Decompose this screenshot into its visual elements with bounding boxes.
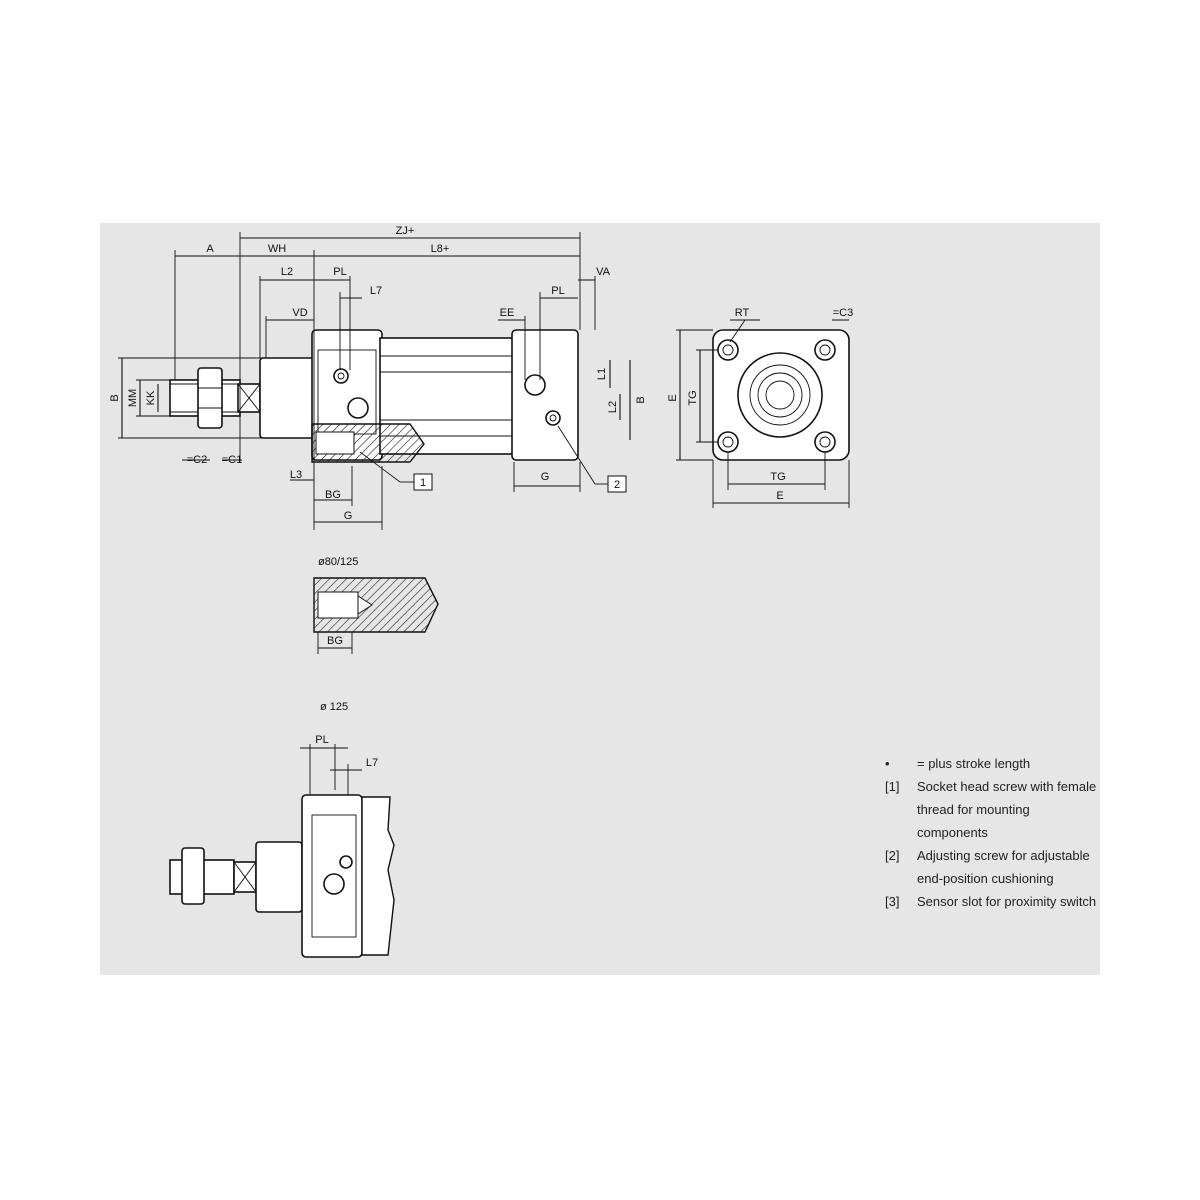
detail-rod-nut xyxy=(181,847,205,905)
cushioning-screw xyxy=(333,368,349,384)
tie-rod-nut-tl xyxy=(717,339,739,361)
tie-rod-nut-bl xyxy=(717,431,739,453)
dim-l2-vertical: L2 xyxy=(607,401,619,413)
dim-wh: WH xyxy=(268,243,286,255)
bearing-cap xyxy=(259,357,315,439)
dim-pl-rear: PL xyxy=(551,285,564,297)
legend-text: = plus stroke length xyxy=(917,756,1031,771)
legend-item: • = plus stroke length xyxy=(885,752,1100,775)
dim-tg-vertical: TG xyxy=(687,390,699,405)
dim-l8: L8+ xyxy=(431,243,450,255)
legend-text: Sensor slot for proximity switch xyxy=(917,894,1097,909)
callout-2: 2 xyxy=(614,479,620,491)
dim-l1: L1 xyxy=(596,368,608,380)
dim-mm: MM xyxy=(127,389,139,407)
legend-item: [1] Socket head screw with female thread… xyxy=(885,775,1100,844)
legend-key: [2] xyxy=(885,848,900,863)
dim-e-vertical: E xyxy=(667,394,679,401)
detail-dim-pl: PL xyxy=(315,734,328,746)
dim-a: A xyxy=(206,243,214,255)
dim-tg: TG xyxy=(770,471,785,483)
dim-ee: EE xyxy=(500,307,515,319)
side-view: ZJ+ L8+ A WH L2 PL L7 VD EE PL VA L3 BG … xyxy=(109,225,647,530)
adjusting-screw xyxy=(545,410,561,426)
dim-l3: L3 xyxy=(290,469,302,481)
dim-vd: VD xyxy=(292,307,307,319)
tie-rod-nut-tr xyxy=(814,339,836,361)
legend: • = plus stroke length [1] Socket head s… xyxy=(885,752,1100,913)
rear-end-cap xyxy=(511,329,579,461)
detail-dim-l7: L7 xyxy=(366,757,378,769)
callout-1-box xyxy=(413,473,433,491)
detail-dim-bg: BG xyxy=(327,635,343,647)
legend-text: Adjusting screw for adjustable end-posit… xyxy=(917,848,1090,886)
dim-sw1: =C1 xyxy=(222,454,243,466)
dim-rt: RT xyxy=(735,307,750,319)
dim-e: E xyxy=(776,490,783,502)
detail-view-2-label: ø 125 xyxy=(320,701,348,713)
supply-port xyxy=(347,397,369,419)
legend-item: [3] Sensor slot for proximity switch xyxy=(885,890,1100,913)
dim-va: VA xyxy=(596,266,611,278)
dim-b-right: B xyxy=(635,396,647,403)
detail-view-1-label: ø80/125 xyxy=(318,556,358,568)
legend-key: • xyxy=(885,756,890,771)
detail-screw xyxy=(339,855,353,869)
dim-l7: L7 xyxy=(370,285,382,297)
detail-barrel-break xyxy=(361,796,395,956)
detail-port xyxy=(323,873,345,895)
dim-b: B xyxy=(109,394,121,401)
dim-sw2: =C2 xyxy=(187,454,208,466)
dim-pl: PL xyxy=(333,266,346,278)
legend-text: Socket head screw with female thread for… xyxy=(917,779,1097,840)
detail-view-125: ø 125 PL L7 xyxy=(169,701,395,958)
end-boss xyxy=(737,352,823,438)
detail-view-80-125: ø80/125 BG xyxy=(313,556,439,654)
supply-port-rear xyxy=(524,374,546,396)
callout-1: 1 xyxy=(420,477,426,489)
dim-l2: L2 xyxy=(281,266,293,278)
dim-kk: KK xyxy=(145,390,157,405)
dim-sw3: =C3 xyxy=(833,307,854,319)
dim-g-rear: G xyxy=(541,471,550,483)
dim-bg: BG xyxy=(325,489,341,501)
callout-2-box xyxy=(607,475,627,493)
legend-item: [2] Adjusting screw for adjustable end-p… xyxy=(885,844,1100,890)
dim-zj: ZJ+ xyxy=(396,225,415,237)
detail-bearing-cap xyxy=(255,841,303,913)
rod-nut xyxy=(197,367,223,429)
legend-key: [1] xyxy=(885,779,900,794)
legend-key: [3] xyxy=(885,894,900,909)
dim-g: G xyxy=(344,510,353,522)
end-view: RT =C3 E TG TG E xyxy=(667,307,853,508)
tie-rod-nut-br xyxy=(814,431,836,453)
